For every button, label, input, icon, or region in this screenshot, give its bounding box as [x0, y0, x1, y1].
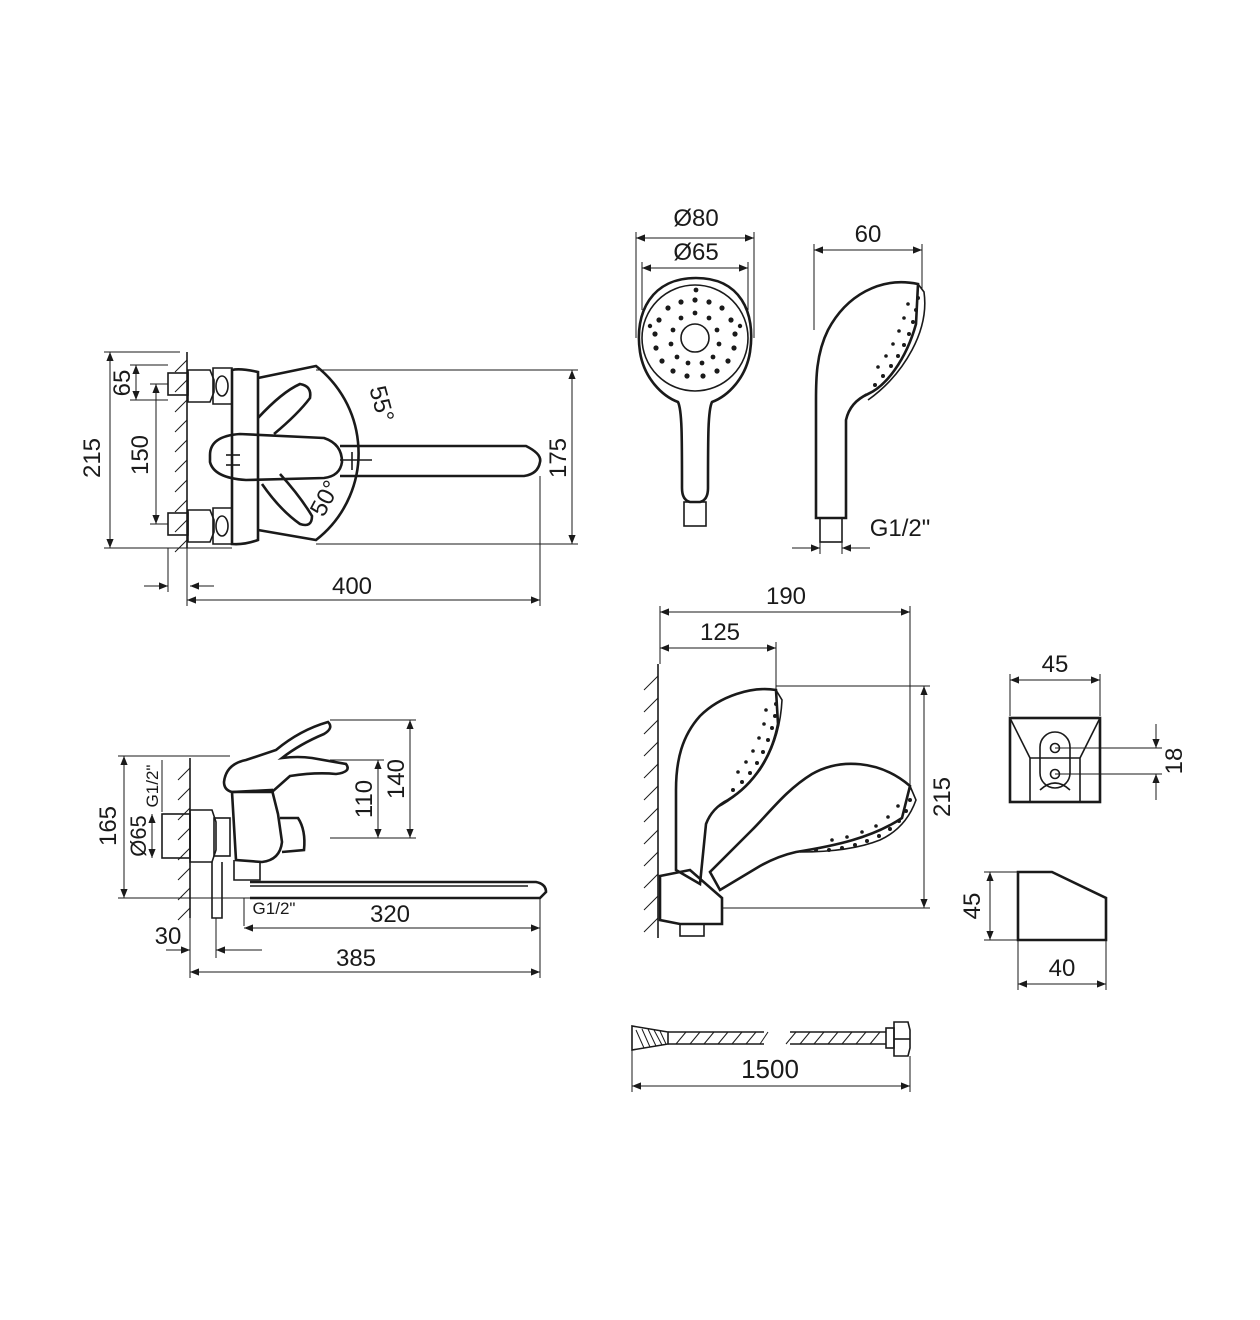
side-offset-label: 30	[155, 923, 182, 950]
bracket-side-dims: 45 40	[959, 871, 1107, 990]
hose-dimensions: 1500	[631, 1050, 911, 1092]
front-height-label: 215	[79, 438, 106, 478]
bracket-holes-label: 18	[1161, 748, 1188, 775]
shower-hose	[631, 1021, 911, 1057]
shower-depth-label: 60	[855, 221, 882, 248]
bracket-front	[1008, 716, 1102, 804]
holder-height-label: 215	[929, 777, 956, 817]
holder-wall-hatch	[643, 664, 659, 938]
side-view-mixer	[161, 720, 548, 921]
side-total-label: 165	[95, 806, 122, 846]
front-upper-label: 65	[109, 370, 136, 397]
bracket-height-label: 45	[959, 893, 986, 920]
upper-eccentric	[167, 367, 233, 405]
bracket-front-dims: 45 18	[1009, 651, 1188, 800]
bracket-depth-label: 40	[1049, 955, 1076, 982]
shower-thread-label: G1/2"	[870, 515, 931, 542]
side-h140-label: 140	[383, 759, 410, 799]
hand-shower-side	[814, 281, 926, 543]
holder-width-label: 190	[766, 583, 806, 610]
lower-shower-nozzles	[814, 798, 912, 852]
hose-length-label: 1500	[741, 1054, 799, 1084]
side-spout-label: 320	[370, 901, 410, 928]
bracket-width-label: 45	[1042, 651, 1069, 678]
upper-shower-nozzles	[731, 702, 778, 792]
front-view-mixer	[167, 352, 542, 553]
shower-holder-assembly	[643, 664, 917, 938]
bracket-side	[1016, 870, 1108, 942]
front-dimensions: 215 65 150 175 400 55° 50°	[79, 351, 578, 606]
spray-nozzles	[647, 287, 743, 379]
side-dimensions: 165 G1/2" Ø65 110 140 G1/2" 320 30 385	[95, 719, 541, 978]
side-thread-label: G1/2"	[143, 765, 162, 808]
hand-shower-front	[637, 276, 753, 527]
shower-inner-label: Ø65	[673, 239, 718, 266]
front-angle-up-label: 55°	[364, 383, 399, 425]
holder-dimensions: 190 125 215	[659, 583, 956, 909]
shower-outer-label: Ø80	[673, 205, 718, 232]
hand-shower-side-dims: 60 G1/2"	[792, 221, 930, 554]
side-thread-bottom-label: G1/2"	[253, 899, 296, 918]
lower-eccentric	[167, 507, 233, 545]
front-length-label: 400	[332, 573, 372, 600]
side-wall-hatch	[177, 758, 191, 921]
front-right-label: 175	[545, 438, 572, 478]
side-length-label: 385	[336, 945, 376, 972]
holder-reach-label: 125	[700, 619, 740, 646]
side-diam-label: Ø65	[126, 815, 151, 857]
side-h110-label: 110	[351, 780, 378, 818]
side-spray-nozzles	[873, 296, 920, 387]
hand-shower-front-dims: Ø80 Ø65	[635, 205, 755, 338]
front-wall-hatch	[174, 352, 188, 553]
front-mid-label: 150	[127, 435, 154, 475]
